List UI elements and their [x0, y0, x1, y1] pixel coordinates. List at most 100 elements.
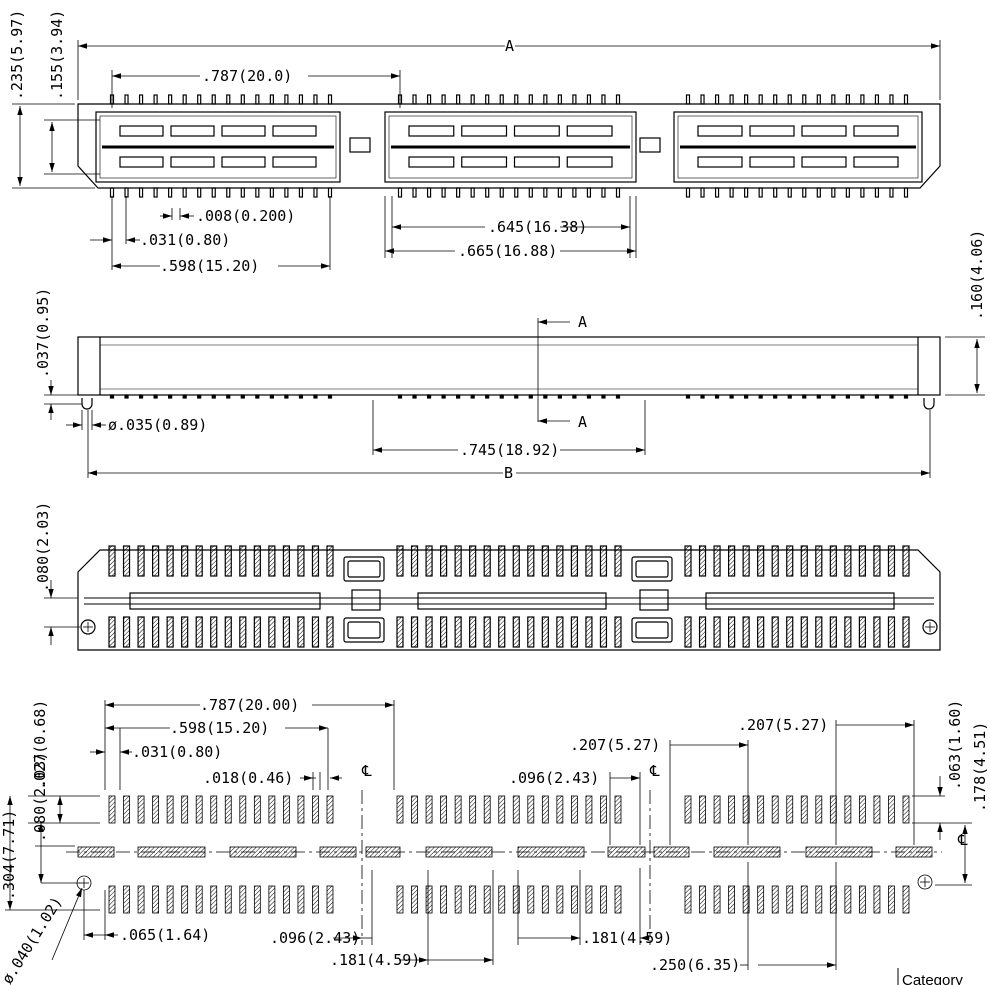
- dim-span: .745(18.92): [460, 441, 559, 459]
- side-pin: [327, 394, 333, 399]
- bottom-view-pin: [268, 545, 276, 577]
- bottom-view-pin: [282, 545, 290, 577]
- top-pin: [729, 94, 734, 105]
- dim-housing-inner: .645(16.38): [488, 218, 587, 236]
- bottom-view-pin: [614, 545, 622, 577]
- bottom-view-pin: [396, 545, 404, 577]
- top-pin: [744, 94, 749, 105]
- top-view-latch-left: [349, 137, 371, 153]
- bottom-view-rail-block: [129, 592, 321, 610]
- top-view-latch-right: [639, 137, 661, 153]
- bottom-view-pin: [757, 616, 765, 648]
- footprint-pad: [454, 795, 462, 824]
- top-view-slot: [170, 156, 215, 168]
- footprint-pad: [454, 885, 462, 914]
- footprint-pad: [600, 795, 607, 824]
- dim-pin-row-offset: .080(2.03): [34, 502, 52, 592]
- bottom-view-pin: [152, 616, 160, 648]
- side-view: [77, 318, 941, 422]
- top-pin: [685, 94, 691, 105]
- bottom-view-pin: [771, 616, 779, 648]
- bottom-pin: [514, 187, 519, 198]
- side-pin: [729, 394, 734, 399]
- footprint-pad: [556, 795, 564, 824]
- bottom-view-pin: [698, 545, 707, 577]
- top-pin: [514, 94, 519, 105]
- footprint-pad: [498, 885, 506, 914]
- bottom-view-pin: [887, 616, 896, 648]
- bottom-pin: [298, 187, 304, 198]
- bottom-view-pocket-4: [631, 617, 673, 643]
- top-view-slot: [221, 156, 266, 168]
- bottom-pin: [845, 187, 850, 198]
- side-view-dimensions: [44, 319, 985, 478]
- side-pin: [240, 394, 245, 399]
- top-view-section-frame: [673, 111, 923, 183]
- top-view-slot: [119, 125, 164, 137]
- footprint-pad: [440, 885, 448, 914]
- fp-dim-section-pitch: .787(20.00): [200, 696, 299, 714]
- bottom-pin: [831, 187, 836, 198]
- bottom-pin: [700, 187, 705, 198]
- side-pin: [874, 394, 880, 399]
- footprint-pad: [742, 795, 750, 824]
- side-pin: [572, 394, 577, 399]
- bottom-view-pin: [137, 545, 145, 577]
- top-pin: [845, 94, 850, 105]
- bottom-view-pin: [410, 616, 419, 648]
- top-view-slot: [749, 125, 795, 137]
- top-view-section-inner: [99, 115, 337, 179]
- bottom-view-pin: [152, 545, 160, 577]
- footprint-pad: [268, 885, 276, 914]
- fp-dim-gap-right: .096(2.43): [509, 769, 599, 787]
- bottom-view-pin: [410, 545, 419, 577]
- bottom-view-pocket-3: [343, 617, 385, 643]
- bottom-view-pin: [469, 616, 477, 648]
- footprint-pad: [771, 885, 779, 914]
- dim-pin-pitch: .031(0.80): [140, 231, 230, 249]
- footprint-hole-right: [917, 874, 933, 890]
- side-pin: [255, 394, 260, 399]
- footprint-pad: [888, 795, 895, 824]
- bottom-pin: [441, 187, 446, 198]
- footprint-pad: [728, 795, 735, 824]
- bottom-view-pin: [585, 616, 593, 648]
- fp-dim-row-offset: .080(2.03): [31, 752, 49, 842]
- side-pin: [543, 394, 548, 399]
- bottom-pin: [816, 187, 821, 198]
- bottom-view-pin: [311, 545, 320, 577]
- footprint-pad: [684, 795, 692, 824]
- bottom-pin: [572, 187, 577, 198]
- top-pin: [528, 94, 533, 105]
- side-view-post-left: [81, 398, 93, 410]
- footprint-pad: [123, 795, 130, 824]
- fp-dim-pad-width: .018(0.46): [203, 769, 293, 787]
- footprint-pad: [527, 885, 535, 914]
- top-view-section-inner: [388, 115, 633, 179]
- top-view-slot: [461, 156, 508, 168]
- bottom-pin: [758, 187, 763, 198]
- side-pin: [601, 394, 606, 399]
- footprint-pad: [239, 885, 247, 914]
- bottom-view-pin: [454, 545, 462, 577]
- top-view-windows: [95, 111, 923, 183]
- bottom-view-pin: [512, 616, 520, 648]
- footprint-pad: [137, 885, 145, 914]
- top-pin: [714, 94, 720, 105]
- bottom-pin: [255, 187, 260, 198]
- footprint-pad: [614, 885, 622, 914]
- bottom-pin: [226, 187, 231, 198]
- bottom-view-pin: [268, 616, 276, 648]
- side-pin: [168, 394, 173, 399]
- bottom-view-pin: [326, 616, 334, 648]
- bottom-view-pins-top: [108, 545, 910, 577]
- footprint: [66, 790, 942, 945]
- section-marker-top: A: [578, 313, 587, 331]
- side-pin: [485, 394, 490, 399]
- bottom-view-pin: [844, 616, 852, 648]
- footprint-pad: [152, 795, 160, 824]
- bottom-view-pin: [599, 545, 608, 577]
- bottom-view-pin: [425, 616, 433, 648]
- footprint-pad: [210, 885, 218, 914]
- side-view-dim-labels: A A .160(4.06) .037(0.95) ø.035(0.89) .7…: [34, 230, 986, 482]
